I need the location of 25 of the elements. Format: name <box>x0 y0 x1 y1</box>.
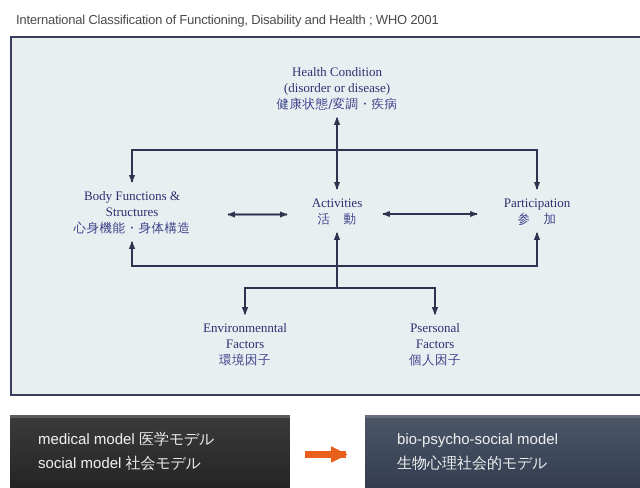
node-title: Body Functions & Structures <box>82 188 182 220</box>
node-title: Health Condition (disorder or disease) <box>282 64 392 96</box>
node-translation: 健康状態/変調・疾病 <box>276 96 398 112</box>
node-translation: 参 加 <box>518 211 556 227</box>
arrow <box>227 211 288 218</box>
arrow <box>305 446 348 463</box>
node-title: Activities <box>312 195 362 211</box>
model-label: 生物心理社会的モデル <box>397 454 547 474</box>
arrow <box>336 232 540 315</box>
node-translation: 個人因子 <box>409 352 461 368</box>
node-title: Environmenntal Factors <box>202 320 288 352</box>
model-box <box>10 415 290 488</box>
node-translation: 活 動 <box>318 211 356 227</box>
diagram-title: International Classification of Functioning, Disability and Health ; WHO 2001 <box>16 12 438 27</box>
model-label: social model 社会モデル <box>38 454 201 474</box>
arrow <box>382 210 478 218</box>
diagram-panel <box>10 36 640 396</box>
arrow <box>334 117 540 190</box>
node-translation: 心身機能・身体構造 <box>74 220 190 236</box>
node-title: Participation <box>504 195 570 211</box>
node-translation: 環境因子 <box>219 352 271 368</box>
node-title: Psersonal Factors <box>409 320 461 352</box>
model-label: bio-psycho-social model <box>397 430 558 450</box>
model-label: medical model 医学モデル <box>38 430 214 450</box>
model-box <box>365 415 640 488</box>
